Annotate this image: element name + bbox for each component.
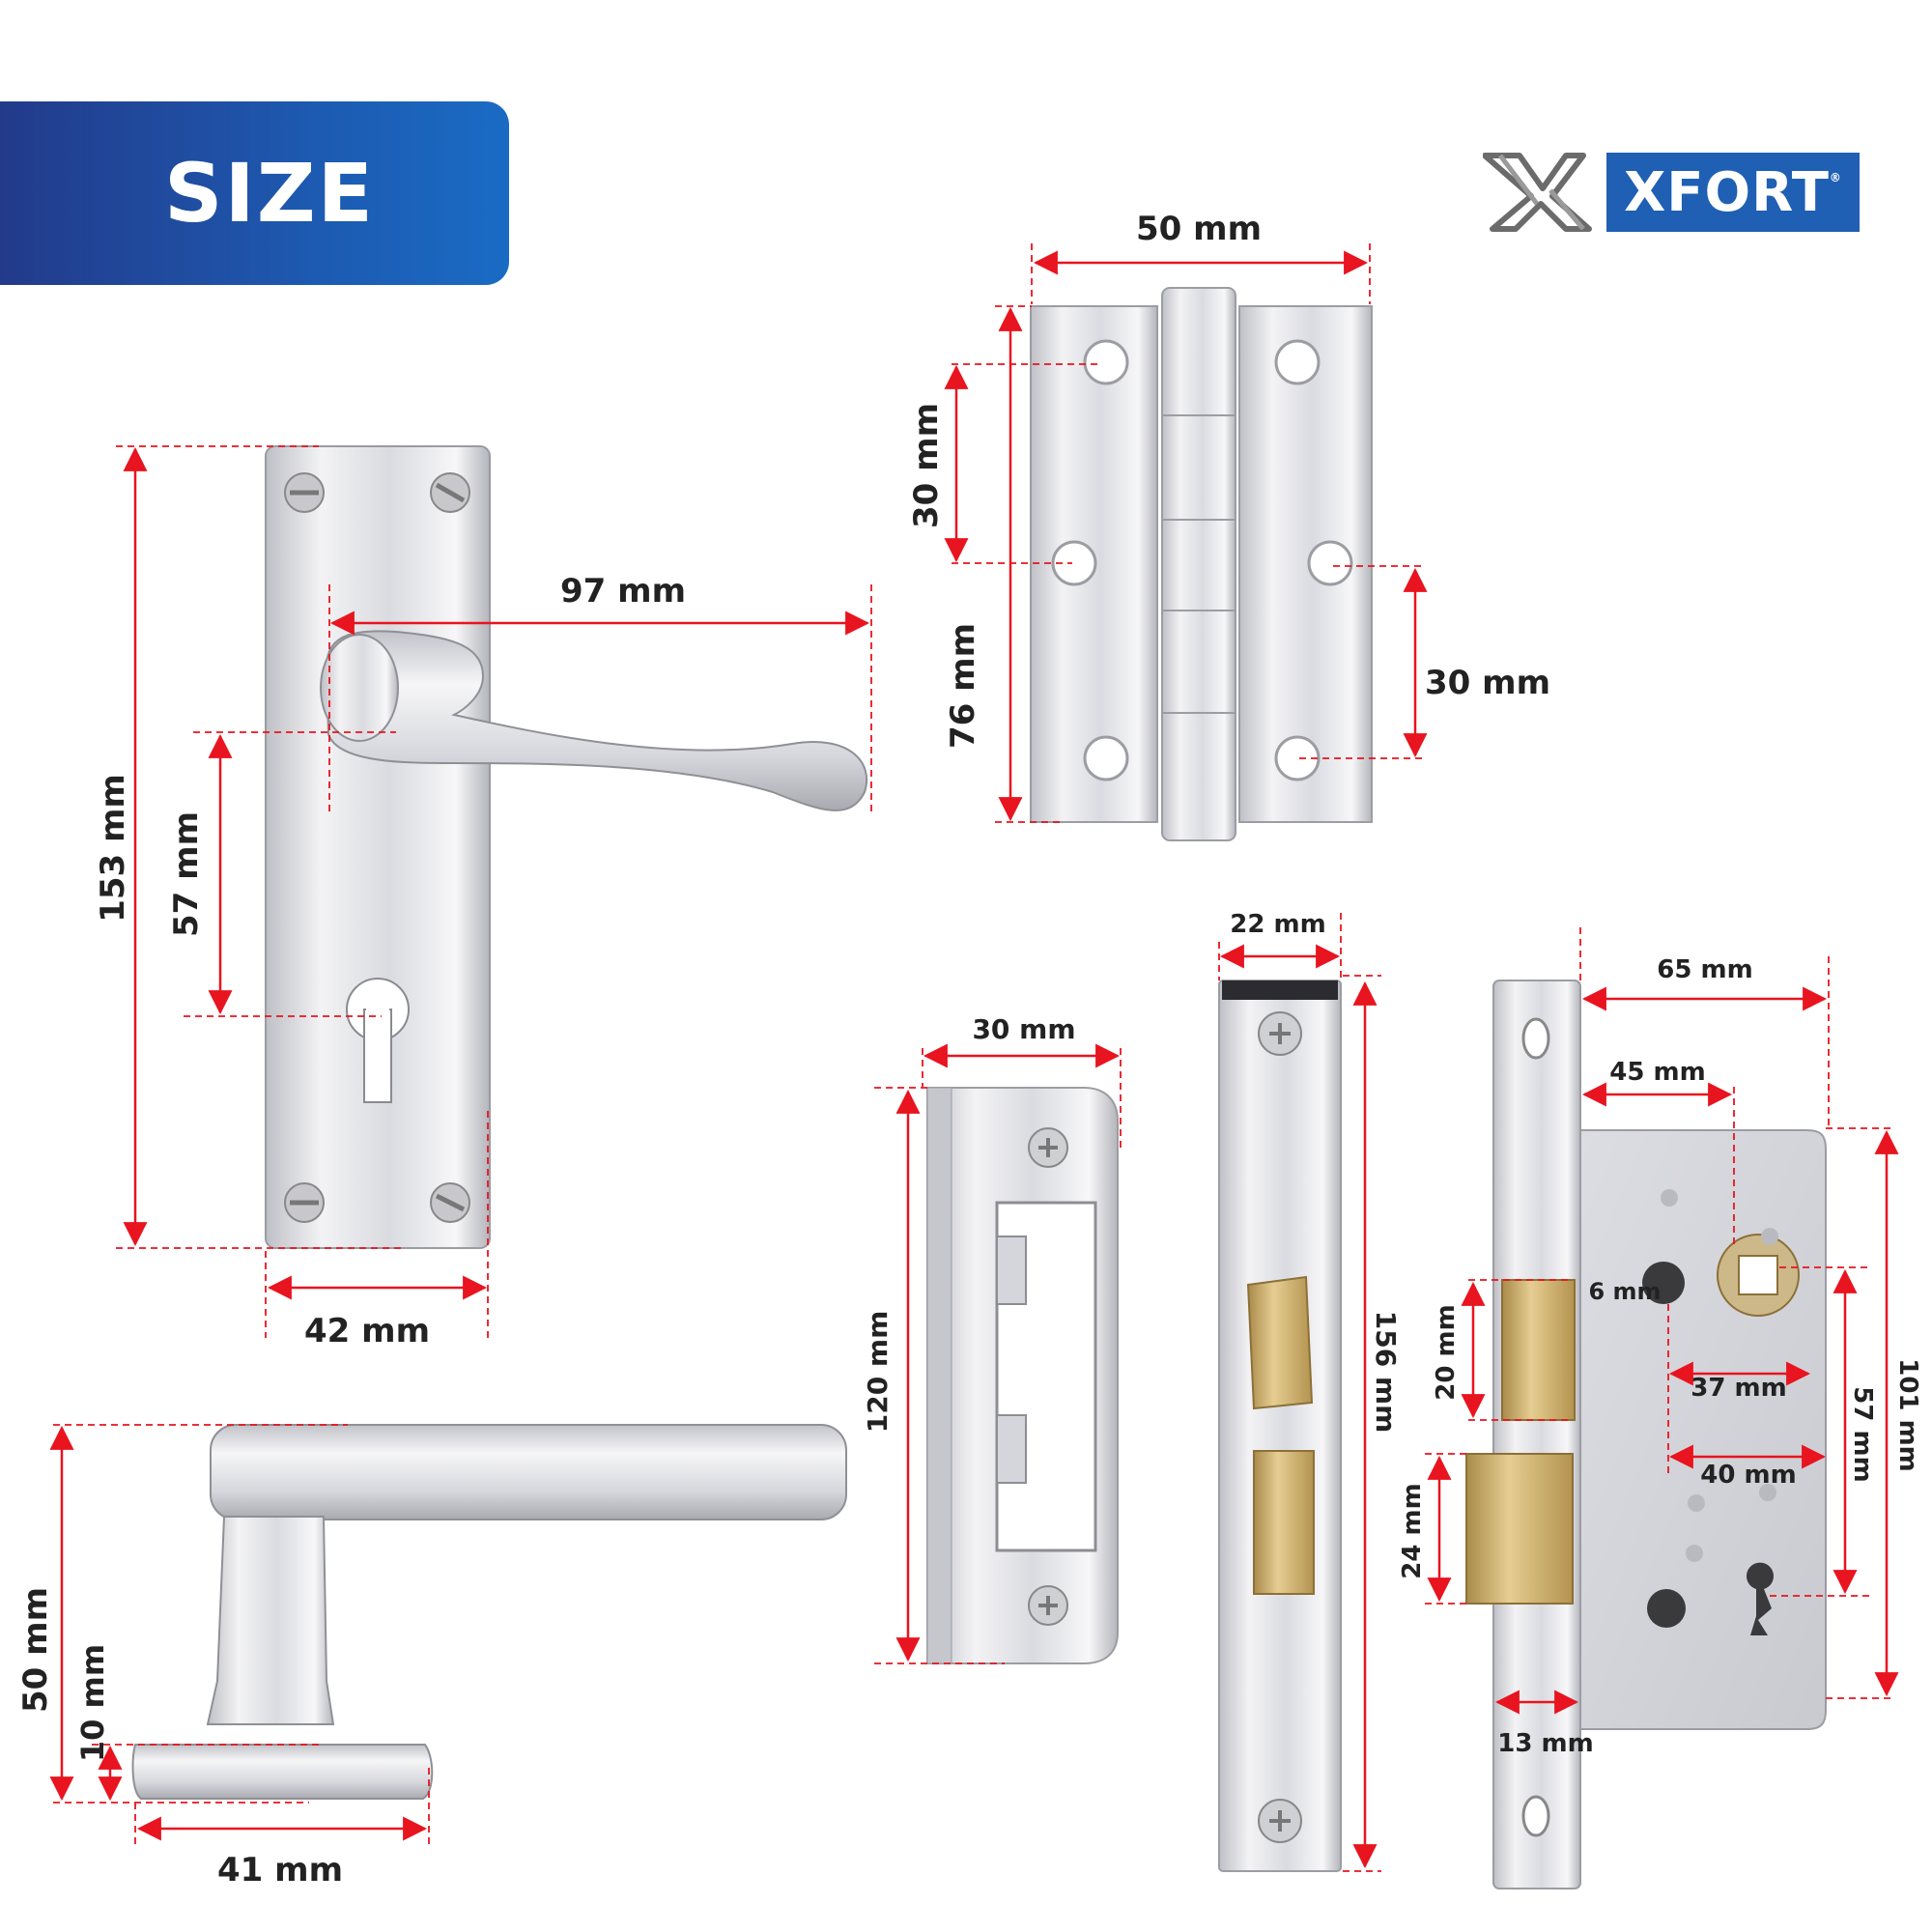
spindle-hole [1642,1262,1685,1304]
hinge: 50 mm 30 mm 76 mm 30 mm [907,210,1550,841]
label-lever-length: 97 mm [560,572,686,611]
forend-screws [1258,1011,1302,1843]
label-backset: 45 mm [1609,1058,1705,1087]
label-strike-height: 120 mm [862,1311,894,1434]
label-hinge-height: 76 mm [944,623,982,749]
keyhole-icon [346,978,410,1103]
label-keyhole-offset: 57 mm [167,811,206,937]
label-lever-height: 153 mm [94,774,132,923]
label-spindle: 6 mm [1588,1278,1661,1305]
label-hinge-width: 50 mm [1136,210,1262,248]
lever [325,630,868,811]
label-hinge-hole-bottom: 30 mm [1425,664,1550,702]
label-forend-width: 22 mm [1230,910,1325,939]
forend-plate [1218,980,1342,1872]
lock-forend [1492,980,1581,1889]
brand-logo: XFORT® [1482,150,1869,235]
hinge-knuckle [1161,287,1236,841]
strike-screws [1028,1127,1068,1626]
label-strike-width: 30 mm [972,1013,1075,1045]
label-bolt: 24 mm [1398,1483,1427,1578]
backplate [265,445,491,1249]
brand-name: XFORT® [1606,153,1860,232]
lock-bolt [1465,1453,1574,1605]
label-hinge-hole-top: 30 mm [907,403,946,528]
label-plate-width: 42 mm [304,1312,430,1350]
label-rose-width: 41 mm [217,1851,343,1889]
label-side-height: 50 mm [16,1587,55,1713]
label-case-depth: 65 mm [1657,955,1752,984]
lever-handle: 153 mm 57 mm 97 mm 42 mm [94,445,872,1350]
label-forend-height: 156 mm [1370,1311,1402,1434]
label-follower: 37 mm [1690,1374,1786,1403]
sash-lock: 65 mm 45 mm 6 mm 20 mm 37 mm 40 mm 57 mm… [1398,927,1922,1889]
label-centres: 57 mm [1848,1386,1877,1482]
side-handle: 50 mm 10 mm 41 mm [16,1424,847,1889]
forend-latch [1246,1275,1314,1410]
label-lock-height: 101 mm [1893,1358,1922,1472]
label-rose-height: 10 mm [74,1644,111,1762]
forend-bolt [1253,1450,1315,1595]
xfort-x-icon [1482,153,1592,232]
label-latch: 20 mm [1432,1304,1461,1400]
hinge-holes [1051,339,1353,781]
side-lever [210,1424,847,1520]
lever-rose [320,634,399,742]
forend: 22 mm 156 mm [1218,910,1402,1872]
side-rose [131,1744,434,1800]
label-keyhole-distance: 40 mm [1700,1461,1796,1490]
size-title: SIZE [164,146,376,241]
label-forend-thickness: 13 mm [1497,1729,1593,1758]
lock-latch [1501,1279,1576,1421]
lock-keyhole-icon [1746,1562,1774,1635]
strike-plate: 30 mm 120 mm [862,1013,1122,1664]
size-banner: SIZE [0,101,509,285]
lock-case [1578,1129,1827,1730]
screw-heads [284,472,470,1223]
side-shank [206,1516,335,1725]
